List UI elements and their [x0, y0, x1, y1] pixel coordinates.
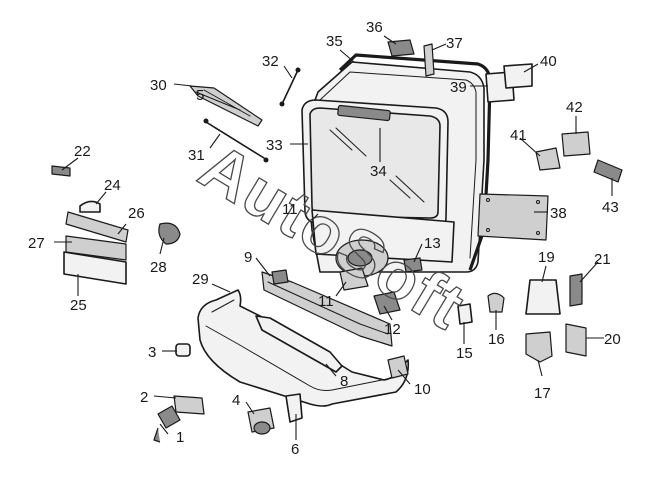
callout-31: 31: [188, 147, 205, 164]
spoiler: [189, 85, 263, 127]
switch-2: [173, 395, 205, 415]
callout-35: 35: [326, 33, 343, 50]
bracket-10: [387, 355, 409, 379]
callout-40: 40: [540, 53, 557, 70]
bracket-42: [561, 131, 591, 157]
callout-10: 10: [414, 381, 431, 398]
part-22: [51, 165, 71, 177]
callout-9: 9: [244, 249, 252, 266]
callout-38: 38: [550, 205, 567, 222]
hinge-36: [387, 39, 415, 57]
callout-15: 15: [456, 345, 473, 362]
callout-24: 24: [104, 177, 121, 194]
callout-28: 28: [150, 259, 167, 276]
callout-11-upper: 11: [282, 201, 298, 218]
bracket-6: [285, 393, 303, 423]
callout-11-lower: 11: [318, 293, 334, 310]
lock-cylinder-face: [253, 421, 271, 435]
callout-41: 41: [510, 127, 527, 144]
callout-16: 16: [488, 331, 505, 348]
plate-40: [503, 63, 533, 89]
callout-5: 5: [196, 87, 204, 104]
callout-27: 27: [28, 235, 45, 252]
leader-lines: [54, 35, 613, 440]
callout-20: 20: [604, 331, 621, 348]
callout-12: 12: [384, 321, 401, 338]
trim-strip-26: [65, 211, 129, 243]
cover-plate-holes: [486, 198, 540, 235]
latch-12: [373, 291, 401, 315]
gas-strut-lower: [203, 118, 269, 163]
callout-42: 42: [566, 99, 583, 116]
callout-1: 1: [176, 429, 184, 446]
part-13: [403, 257, 423, 273]
callout-3: 3: [148, 344, 156, 361]
callout-32: 32: [262, 53, 279, 70]
connector-43: [593, 159, 623, 183]
key-1: [153, 405, 181, 443]
brake-light-bar: [337, 104, 391, 122]
callout-37: 37: [446, 35, 463, 52]
callout-29: 29: [192, 271, 209, 288]
lamp-lens-17: [525, 331, 553, 363]
part-11: [339, 267, 369, 291]
clip-21: [569, 273, 583, 307]
cover-plate: [477, 193, 549, 241]
tailgate-seal: [338, 53, 492, 271]
callout-6: 6: [291, 441, 299, 458]
callout-22: 22: [74, 143, 91, 160]
callout-39: 39: [450, 79, 467, 96]
callout-21: 21: [594, 251, 611, 268]
handle-37: [423, 43, 435, 77]
bulb-3: [175, 343, 191, 357]
bumper-beam: [261, 269, 393, 347]
callout-33: 33: [266, 137, 283, 154]
callout-8: 8: [340, 373, 348, 390]
callout-4: 4: [232, 392, 240, 409]
callout-25: 25: [70, 297, 87, 314]
callout-13: 13: [424, 235, 441, 252]
lamp-housing-19: [525, 279, 561, 315]
callout-19: 19: [538, 249, 555, 266]
bracket-41: [535, 147, 561, 171]
plate-25: [63, 251, 127, 285]
tailgate-lower: [311, 209, 455, 277]
part-15: [457, 303, 473, 325]
callout-17: 17: [534, 385, 551, 402]
callout-36: 36: [366, 19, 383, 36]
callout-30: 30: [150, 77, 167, 94]
gas-strut-upper: [279, 67, 301, 107]
callout-43: 43: [602, 199, 619, 216]
bracket-20: [565, 323, 587, 357]
callout-26: 26: [128, 205, 145, 222]
callout-34: 34: [370, 163, 387, 180]
part-16: [487, 292, 505, 313]
rear-window: [301, 99, 449, 227]
grommet-28: [158, 222, 181, 245]
part-24: [79, 200, 101, 213]
callout-labels: 1 2 3 4 5 6 8 9 10 11 11 12 13 15 16 17 …: [28, 19, 621, 458]
callout-2: 2: [140, 389, 148, 406]
bumper-bracket: [255, 315, 343, 373]
